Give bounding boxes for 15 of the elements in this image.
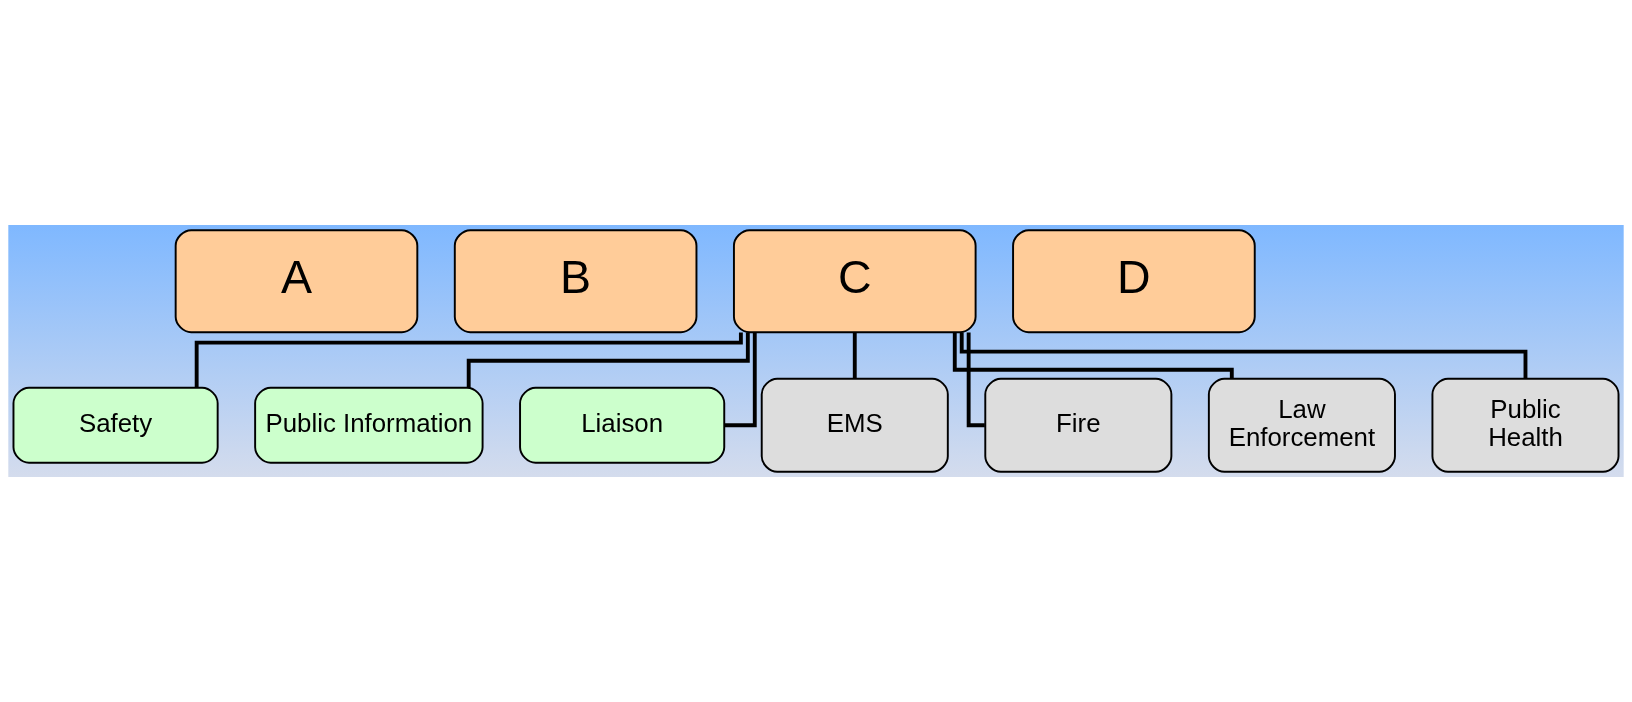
connector [952,332,1234,379]
node-box: Public Health [1431,377,1620,473]
node-box: Fire [984,377,1173,473]
connector [852,332,857,379]
node-box: Safety [12,386,219,464]
node-box: D [1012,229,1256,334]
node-box: B [453,229,698,334]
connector [966,332,985,428]
connector [194,332,743,388]
node-box: C [732,229,977,334]
node-box: Liaison [519,386,726,464]
node-box: EMS [760,377,949,473]
node-box: Law Enforcement [1207,377,1396,473]
node-box: A [174,229,419,334]
node-box: Public Information [254,386,484,464]
